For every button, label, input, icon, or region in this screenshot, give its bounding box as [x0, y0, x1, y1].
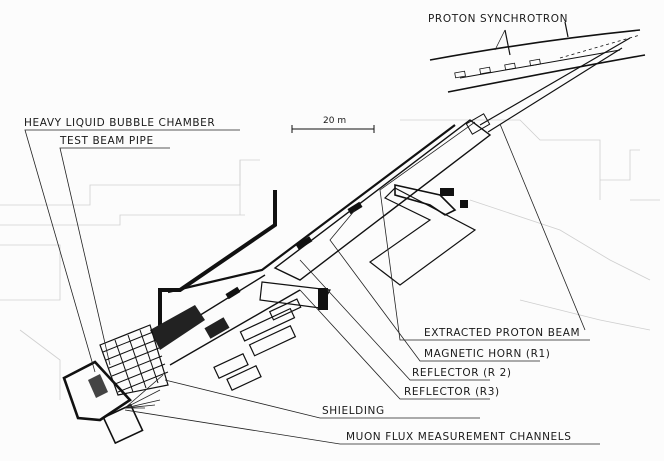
- bubble-chamber-building: [62, 360, 144, 445]
- magnetic-horn-block: [347, 201, 363, 215]
- label-extracted-proton-beam: EXTRACTED PROTON BEAM: [424, 327, 580, 339]
- beam-elements: [99, 188, 468, 396]
- label-shielding: SHIELDING: [322, 405, 385, 417]
- scale-label: 20 m: [323, 116, 346, 126]
- label-reflector-r3: REFLECTOR (R3): [404, 386, 500, 398]
- muon-flux-rays: [124, 374, 164, 409]
- shielding-stack: [99, 305, 230, 396]
- label-heavy-liquid-bubble-chamber: HEAVY LIQUID BUBBLE CHAMBER: [24, 117, 215, 129]
- label-proton-synchrotron: PROTON SYNCHROTRON: [428, 13, 568, 25]
- proton-synchrotron-ring: [429, 21, 646, 93]
- label-reflector-r2: REFLECTOR (R 2): [412, 367, 512, 379]
- shielding-block-upper: [318, 288, 328, 310]
- reflector-r2-block: [295, 236, 313, 250]
- extracted-beam-line: [465, 37, 631, 135]
- label-test-beam-pipe: TEST BEAM PIPE: [59, 135, 154, 147]
- leader-lines: [24, 29, 600, 445]
- labels: PROTON SYNCHROTRON HEAVY LIQUID BUBBLE C…: [24, 13, 580, 443]
- reflector-r3-block: [225, 286, 241, 300]
- scale-bar: 20 m: [291, 116, 375, 133]
- target-block: [440, 188, 454, 196]
- background-buildings: [0, 119, 660, 400]
- label-muon-flux-measurement-channels: MUON FLUX MEASUREMENT CHANNELS: [346, 431, 572, 443]
- label-magnetic-horn: MAGNETIC HORN (R1): [424, 348, 550, 360]
